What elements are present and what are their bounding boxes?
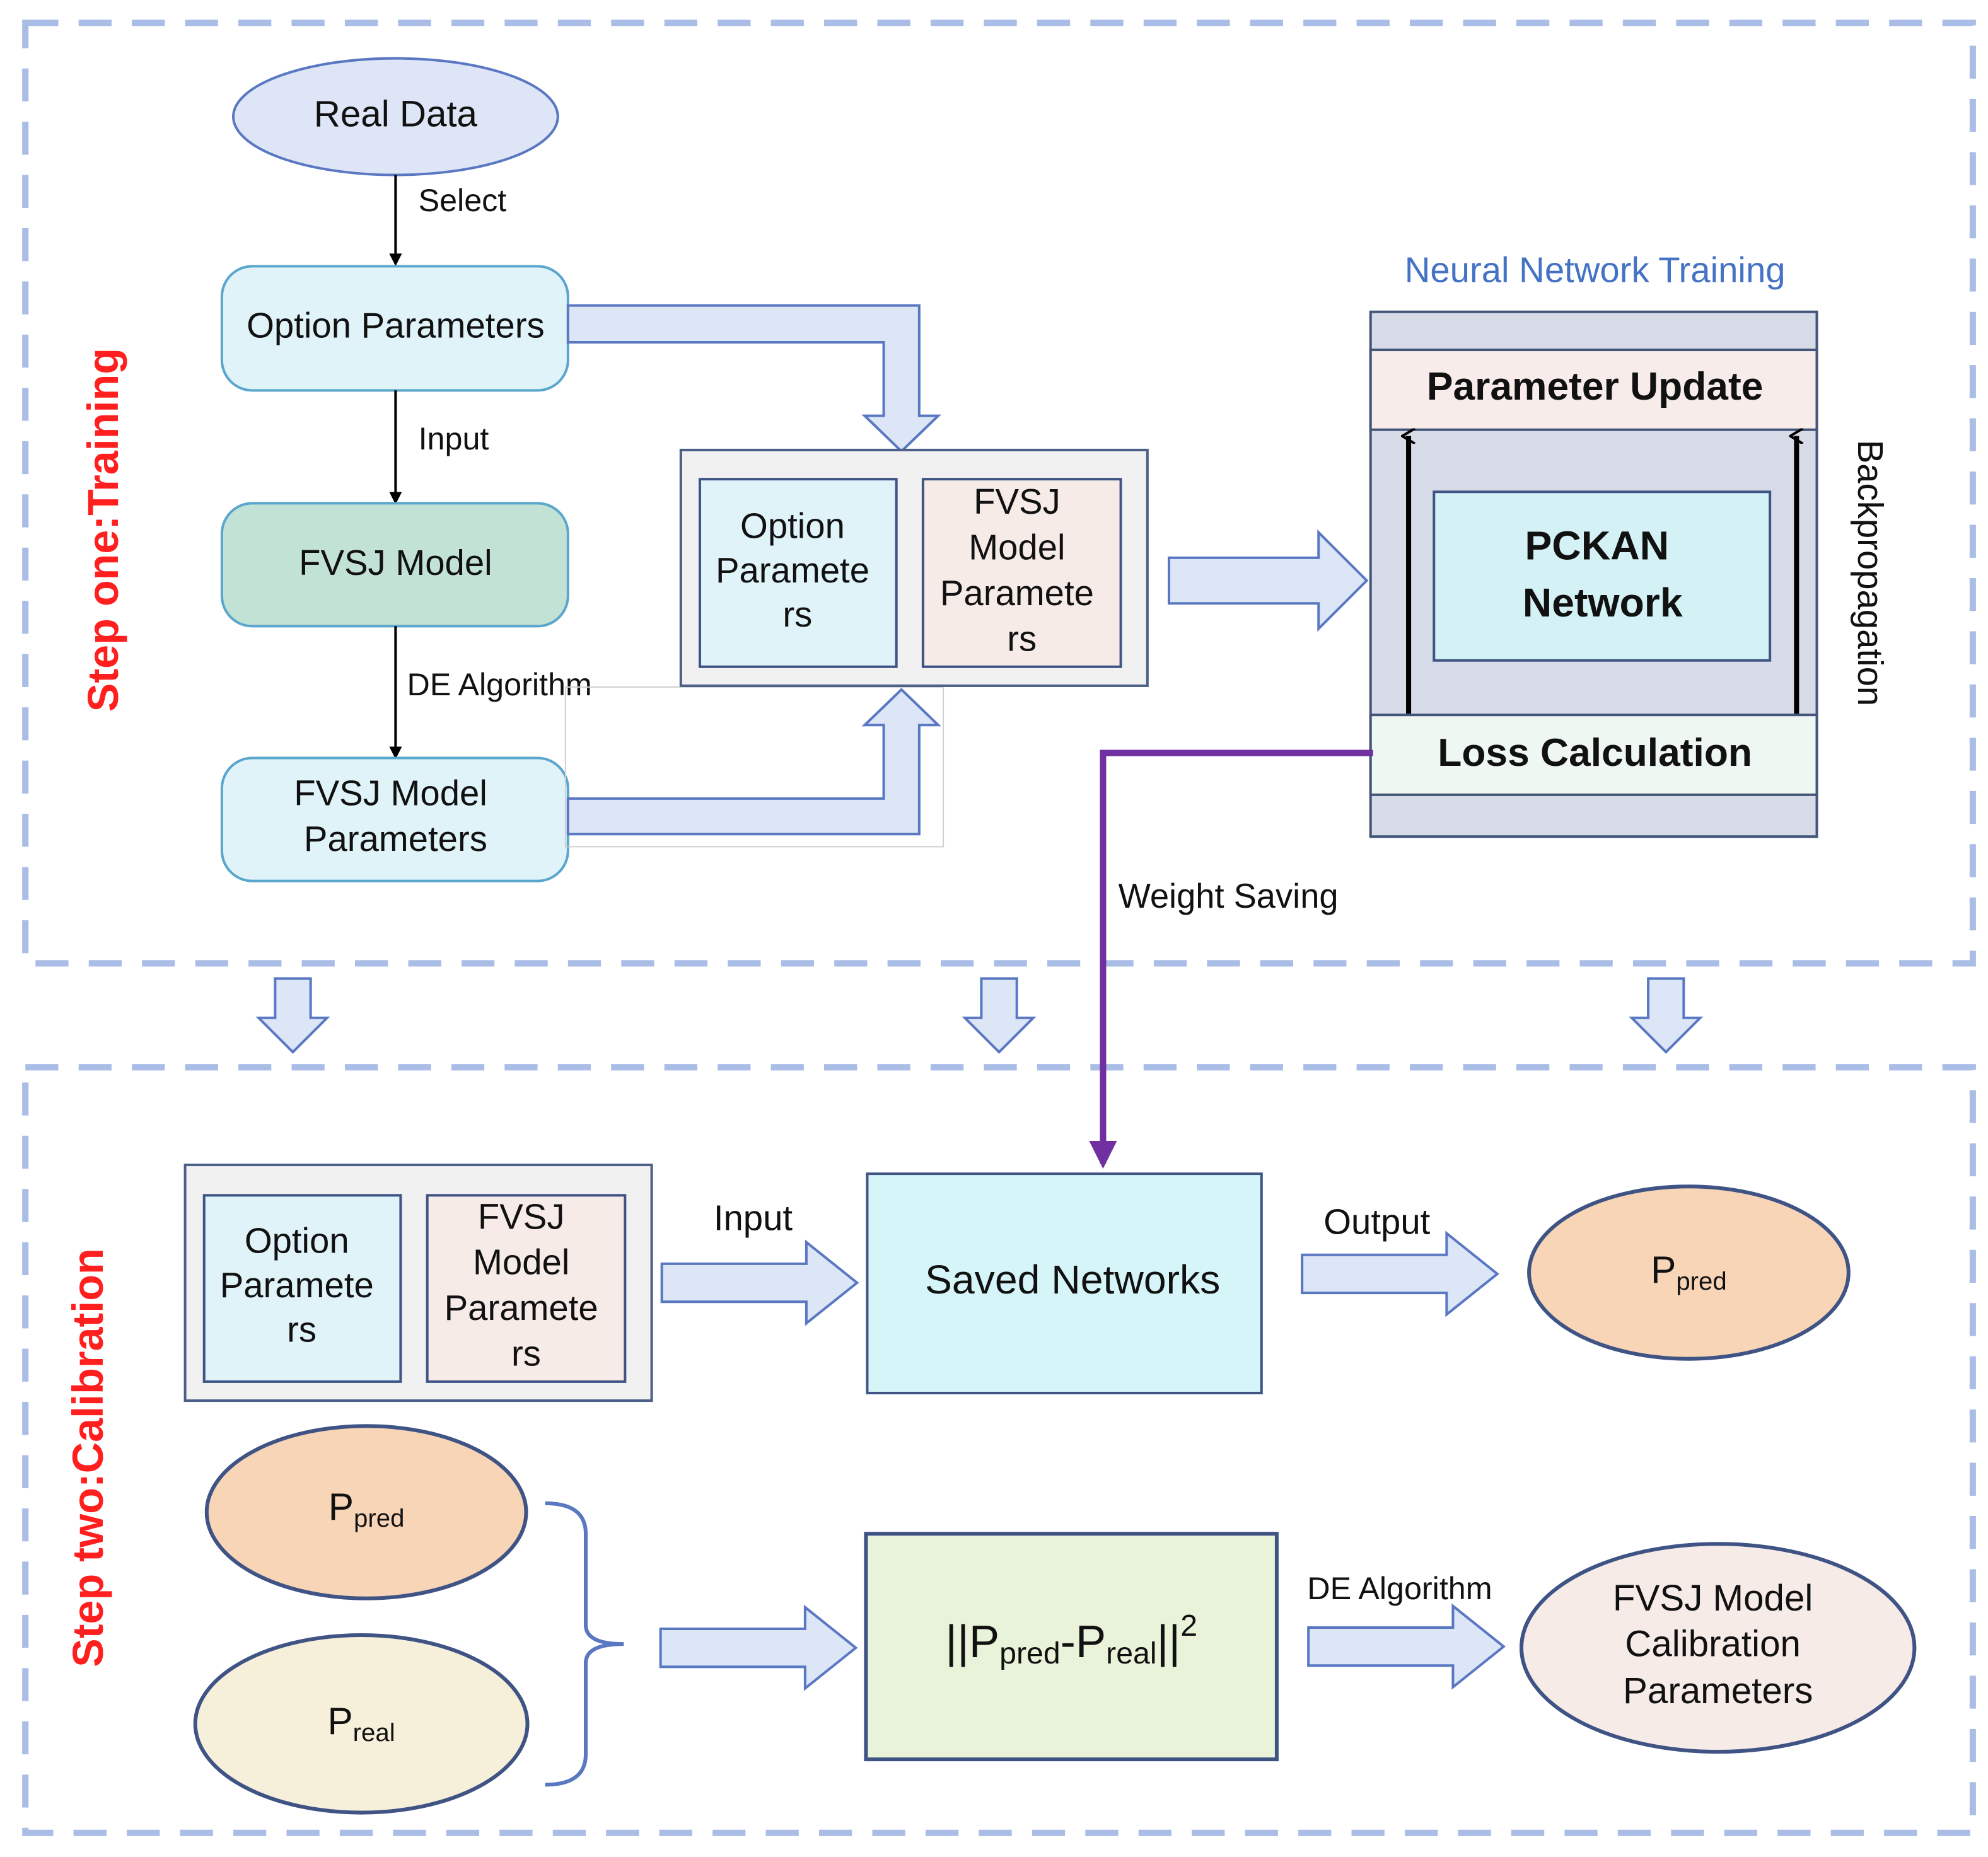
p-real-input-node — [193, 1633, 530, 1815]
p-pred-input-node — [204, 1424, 528, 1600]
p-real-input-label: Preal — [327, 1699, 395, 1747]
output-arrow — [1301, 1230, 1500, 1317]
calibration-section-label: Step two:Calibration — [64, 1248, 112, 1667]
real-data-label: Real Data — [314, 93, 478, 134]
combined-to-network-arrow — [1167, 529, 1369, 632]
training-section-label: Step one:Training — [79, 348, 127, 712]
parameter-update-label: Parameter Update — [1427, 365, 1763, 408]
de-algorithm-label: DE Algorithm — [407, 666, 591, 702]
output-label: Output — [1323, 1201, 1430, 1241]
training-fvsj-box — [921, 478, 1122, 668]
inputs-bracket — [545, 1501, 624, 1787]
loss-function-node — [864, 1532, 1279, 1762]
saved-networks-node — [866, 1172, 1263, 1394]
calibration-fvsj-box — [426, 1194, 627, 1383]
section-down-arrow-middle — [962, 977, 1037, 1054]
de-algorithm-output-arrow — [1307, 1603, 1506, 1690]
calibration-input-arrow — [660, 1239, 859, 1326]
calibration-de-algorithm-label: DE Algorithm — [1307, 1570, 1492, 1606]
bracket-to-loss-arrow — [659, 1604, 858, 1691]
input-label: Input — [419, 420, 489, 456]
calibration-result-label: FVSJ Model Calibration Parameters — [1613, 1568, 1823, 1711]
pckan-network-node — [1433, 490, 1772, 662]
fvsj-model-label: FVSJ Model — [299, 543, 492, 582]
calibration-fvsj-box-label: FVSJ Model Paramete rs — [445, 1187, 608, 1373]
calibration-input-label: Input — [714, 1198, 793, 1237]
training-option-box-label: Option Paramete rs — [716, 497, 880, 635]
p-pred-output-label: Ppred — [1651, 1248, 1727, 1295]
backpropagation-label: Backpropagation — [1851, 440, 1890, 707]
p-pred-output-node — [1527, 1184, 1851, 1361]
calibration-section-border — [22, 1064, 1976, 1836]
params-to-combined-arrow — [566, 688, 942, 836]
saved-networks-label: Saved Networks — [925, 1257, 1220, 1302]
option-to-combined-arrow — [566, 304, 942, 453]
weight-saving-label: Weight Saving — [1119, 877, 1339, 915]
p-pred-input-label: Ppred — [328, 1485, 405, 1532]
section-down-arrow-left — [255, 977, 330, 1054]
calibration-option-box — [202, 1194, 402, 1383]
training-section-border — [22, 20, 1976, 967]
nn-training-title: Neural Network Training — [1405, 250, 1786, 289]
calibration-result-node — [1519, 1542, 1917, 1754]
loss-function-label: ||Ppred-Preal||2 — [945, 1609, 1197, 1670]
fvsj-model-parameters-label: FVSJ Model Parameters — [294, 764, 497, 859]
parameter-update-node — [1369, 349, 1818, 431]
option-parameters-label: Option Parameters — [247, 306, 544, 345]
loss-calculation-label: Loss Calculation — [1438, 731, 1752, 775]
loss-calculation-node — [1369, 714, 1818, 796]
training-fvsj-box-label: FVSJ Model Paramete rs — [940, 472, 1104, 658]
weight-saving-arrow — [1089, 749, 1373, 1169]
training-option-box — [698, 478, 898, 668]
pckan-network-label: PCKAN Network — [1523, 512, 1683, 625]
section-down-arrow-right — [1629, 977, 1704, 1054]
select-label: Select — [419, 182, 507, 218]
calibration-option-box-label: Option Paramete rs — [220, 1212, 384, 1350]
